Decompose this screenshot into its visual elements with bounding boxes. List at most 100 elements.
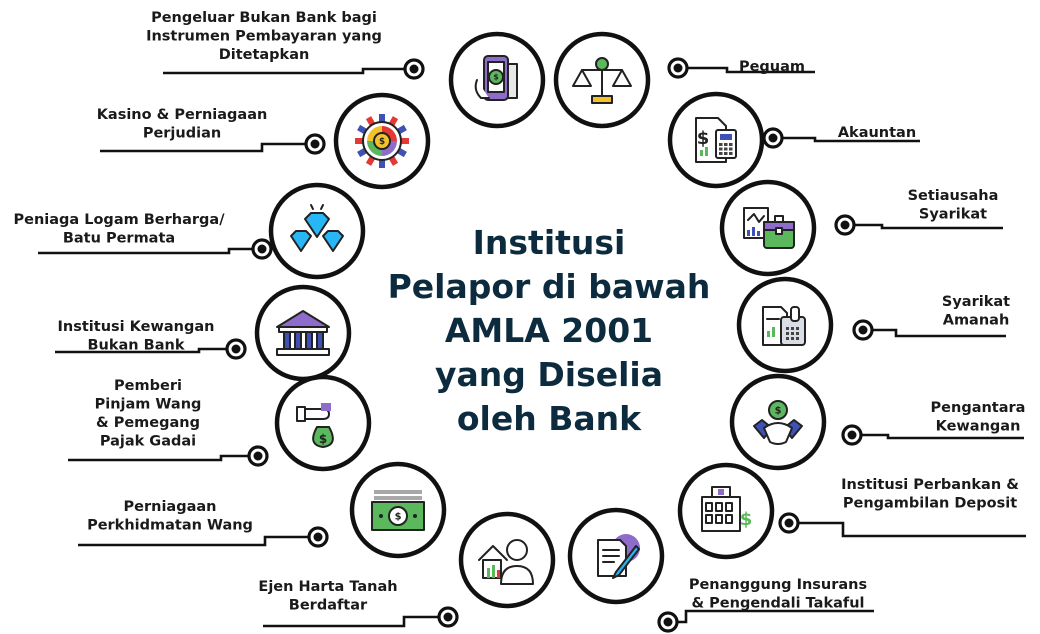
item-label-line: Pemberi: [114, 378, 182, 394]
connector-line: [38, 247, 262, 255]
item-label-line: Penanggung Insurans: [689, 577, 867, 593]
connector-line: [773, 136, 920, 143]
icon-circle: $: [448, 31, 546, 129]
calculator-document-icon: $: [695, 117, 737, 163]
svg-text:$: $: [697, 128, 710, 149]
item-label-line: Perniagaan: [124, 499, 217, 515]
real-estate-agent-icon: [478, 539, 534, 585]
item-label-line: & Pemegang: [96, 415, 200, 431]
svg-text:$: $: [493, 73, 498, 82]
icon-circle: [553, 31, 651, 129]
center-title-line: Pelapor di bawah: [388, 267, 711, 306]
icon-circle: [719, 179, 817, 277]
item-label-line: Syarikat: [919, 207, 987, 223]
bank-building-icon: $: [701, 486, 752, 532]
item-label-line: Akauntan: [838, 125, 916, 141]
briefcase-chart-icon: [743, 207, 795, 249]
connector-dot: [225, 338, 247, 360]
item-label-line: Pajak Gadai: [100, 434, 196, 450]
item-label-line: Ditetapkan: [219, 47, 310, 63]
item-label-line: Pengeluar Bukan Bank bagi: [151, 10, 377, 26]
insurance-contract-icon: [597, 534, 640, 579]
icon-circle: $: [333, 92, 431, 190]
item-label-line: Setiausaha: [908, 188, 999, 204]
handshake-money-icon: $: [753, 400, 803, 445]
item-label-line: Ejen Harta Tanah: [258, 579, 397, 595]
connector-line: [789, 521, 1026, 538]
icon-circle: [567, 507, 665, 605]
icon-circle: $: [667, 91, 765, 189]
icon-circle: $: [349, 461, 447, 559]
connector-line: [668, 609, 874, 624]
connector-line: [863, 328, 1006, 338]
connector-line: [263, 615, 448, 628]
money-bills-icon: $: [371, 490, 425, 531]
item-label-line: Syarikat: [942, 294, 1010, 310]
item-label-line: Pengantara: [931, 400, 1026, 416]
item-label-line: Bukan Bank: [88, 338, 185, 354]
svg-text:$: $: [395, 511, 402, 522]
icon-circle: [268, 182, 366, 280]
connector-line: [678, 66, 815, 74]
item-label-line: Kasino & Perniagaan: [97, 107, 268, 123]
connector-dot: [437, 606, 459, 628]
item-label-line: Perkhidmatan Wang: [87, 518, 253, 534]
connector-line: [68, 454, 258, 462]
icon-circle: [736, 276, 834, 374]
center-title-line: yang Diselia: [435, 355, 663, 394]
connector-line: [845, 223, 1003, 230]
connector-dot: [841, 424, 863, 446]
item-label-line: Kewangan: [936, 419, 1021, 435]
connector-dot: [251, 238, 273, 260]
connector-line: [163, 67, 414, 75]
connector-dot: [247, 445, 269, 467]
item-label-line: Pinjam Wang: [95, 397, 202, 413]
center-title-line: oleh Bank: [457, 399, 642, 438]
connector-dot: [403, 58, 425, 80]
item-label-line: Berdaftar: [289, 598, 368, 614]
item-label-line: Instrumen Pembayaran yang: [146, 29, 382, 45]
svg-text:$: $: [379, 137, 385, 147]
item-label-line: Perjudian: [143, 126, 221, 142]
connector-line: [100, 142, 315, 153]
classical-building-icon: [276, 310, 330, 356]
item-label-line: Peniaga Logam Berharga/: [13, 212, 225, 228]
item-label: Institusi Perbankan &Pengambilan Deposit: [841, 477, 1019, 512]
item-label: Peguam: [739, 59, 805, 75]
trust-documents-icon: [762, 306, 806, 346]
icon-circle: $: [677, 462, 775, 560]
moneylender-hand-icon: $: [296, 403, 334, 448]
item-label: Peniaga Logam Berharga/Batu Permata: [13, 212, 225, 247]
icon-circle: [458, 511, 556, 609]
mobile-payment-icon: $: [474, 55, 518, 101]
icon-circle: $: [729, 373, 827, 471]
item-label-line: Institusi Kewangan: [58, 319, 215, 335]
connector-dot: [834, 214, 856, 236]
item-label-line: Institusi Perbankan &: [841, 477, 1019, 493]
scales-of-justice-icon: [572, 57, 632, 104]
connectors: [38, 57, 1026, 633]
connector-dot: [304, 133, 326, 155]
center-title-line: Institusi: [473, 223, 626, 262]
item-label-line: & Pengendali Takaful: [691, 596, 864, 612]
connector-dot: [657, 611, 679, 633]
diamonds-icon: [290, 204, 344, 252]
connector-dot: [307, 526, 329, 548]
connector-line: [852, 433, 1024, 440]
item-label: Akauntan: [838, 125, 916, 141]
casino-gear-icon: $: [355, 114, 409, 168]
connector-dot: [762, 127, 784, 149]
item-label: Penanggung Insurans & Pengendali Takaful: [689, 577, 867, 612]
